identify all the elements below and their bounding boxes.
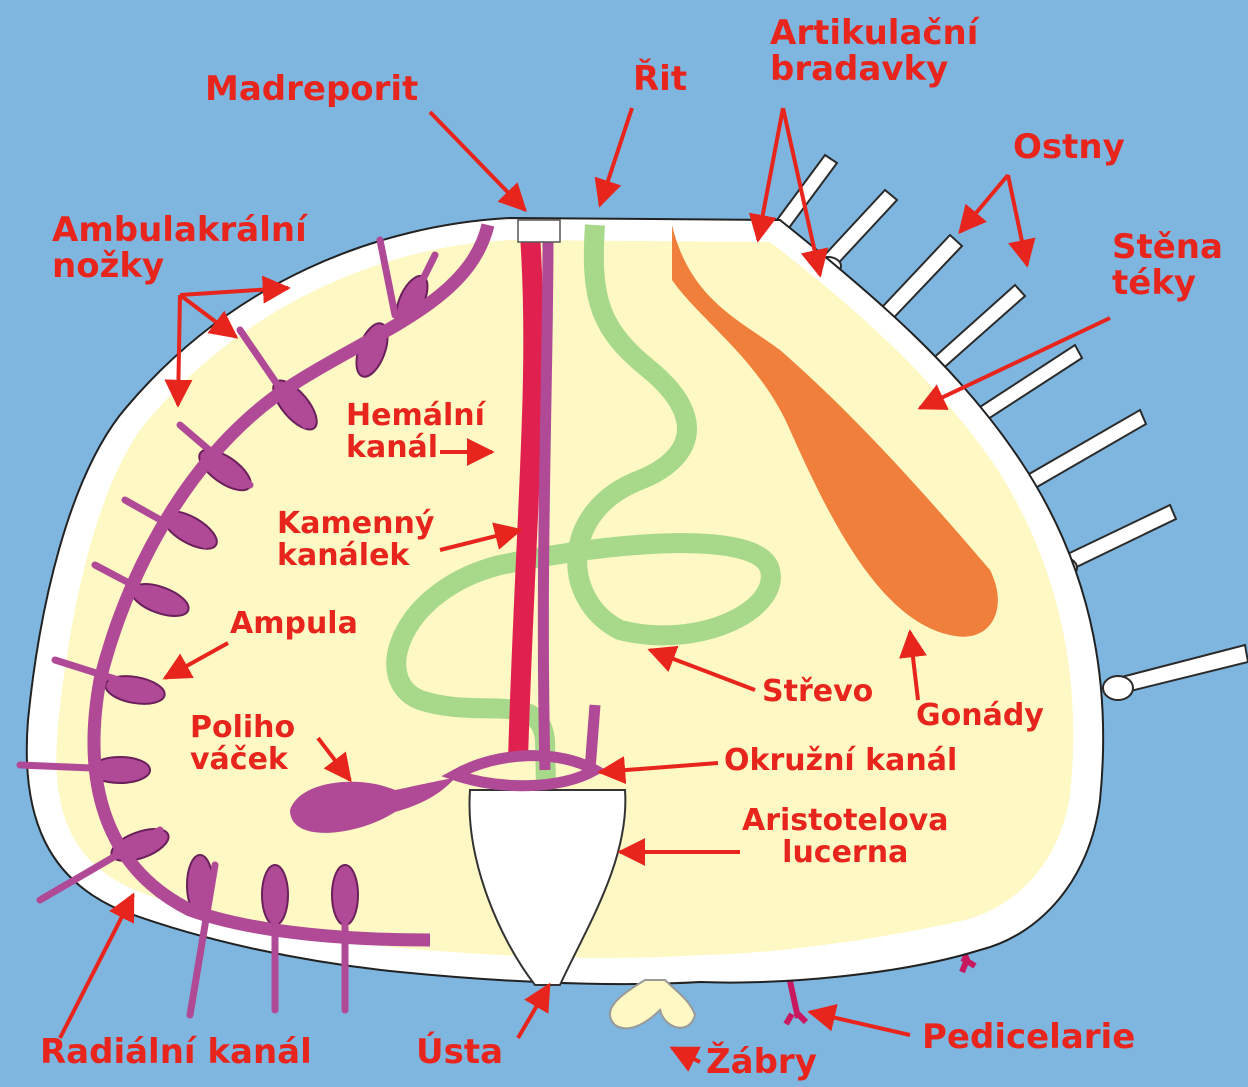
label-madreporit: Madreporit	[205, 72, 418, 108]
label-gonady: Gonády	[916, 700, 1044, 732]
label-kamenny-kanalek: Kamenný kanálek	[277, 508, 434, 571]
madreporite	[518, 220, 560, 242]
label-aristotelova-lucerna: Aristotelova lucerna	[742, 805, 948, 868]
label-rit: Řit	[633, 62, 687, 98]
label-artikulacni-bradavky: Artikulační bradavky	[770, 16, 978, 87]
label-stena-teky: Stěna téky	[1112, 230, 1223, 301]
gills	[610, 980, 695, 1028]
label-poliho-vacek: Poliho váček	[190, 712, 295, 775]
label-hemalni-kanal: Hemální kanál	[346, 400, 485, 463]
label-strevo: Střevo	[762, 676, 873, 708]
label-zabry: Žábry	[706, 1045, 817, 1081]
label-ostny: Ostny	[1013, 130, 1125, 166]
label-pedicelarie: Pedicelarie	[922, 1020, 1135, 1056]
stone-canal	[543, 235, 548, 770]
label-ambulakralni-nozky: Ambulakrální nožky	[52, 213, 307, 284]
label-usta: Ústa	[416, 1035, 503, 1071]
label-radialni-kanal: Radiální kanál	[40, 1035, 312, 1071]
label-ampula: Ampula	[230, 608, 358, 640]
label-okruzni-kanal: Okružní kanál	[724, 745, 957, 777]
